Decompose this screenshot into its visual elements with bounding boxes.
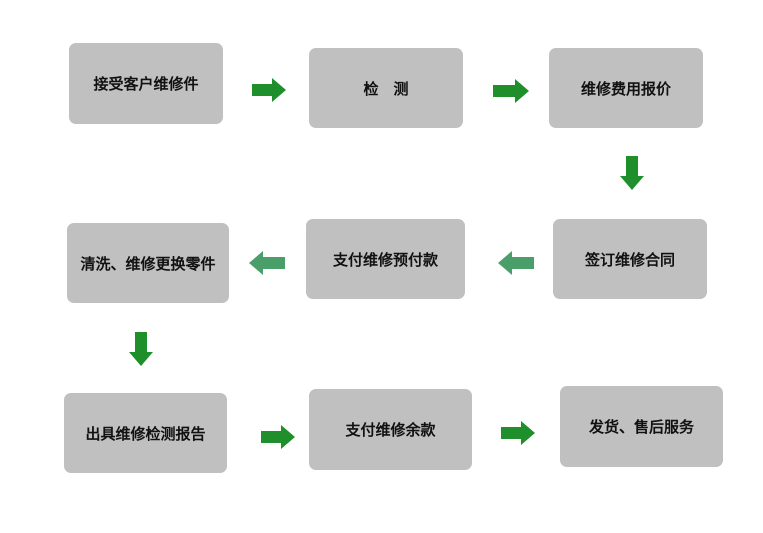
step-label: 检 测 [363, 79, 409, 98]
step-label: 支付维修余款 [345, 421, 436, 439]
step-report: 出具维修检测报告 [64, 393, 227, 473]
step-label: 维修费用报价 [580, 79, 671, 98]
arrow-down-icon [620, 156, 644, 190]
step-label: 出具维修检测报告 [85, 424, 206, 443]
arrow-down-icon [129, 332, 153, 366]
step-label: 支付维修预付款 [332, 250, 438, 269]
step-clean-repair: 清洗、维修更换零件 [67, 223, 229, 303]
step-prepayment: 支付维修预付款 [306, 219, 465, 299]
step-shipping-service: 发货、售后服务 [560, 386, 723, 467]
arrow-left-icon [498, 251, 534, 275]
arrow-right-icon [252, 78, 286, 102]
step-receive-repair: 接受客户维修件 [69, 43, 223, 124]
arrow-left-icon [249, 251, 285, 275]
step-label: 清洗、维修更换零件 [80, 254, 216, 273]
arrow-right-icon [261, 425, 295, 449]
step-label: 接受客户维修件 [93, 75, 199, 93]
step-final-payment: 支付维修余款 [309, 389, 472, 470]
arrow-right-icon [501, 421, 535, 445]
step-inspection: 检 测 [309, 48, 463, 128]
step-quote: 维修费用报价 [549, 48, 703, 128]
step-sign-contract: 签订维修合同 [553, 219, 707, 299]
step-label: 签订维修合同 [584, 250, 675, 269]
step-label: 发货、售后服务 [588, 418, 694, 436]
arrow-right-icon [493, 79, 529, 103]
